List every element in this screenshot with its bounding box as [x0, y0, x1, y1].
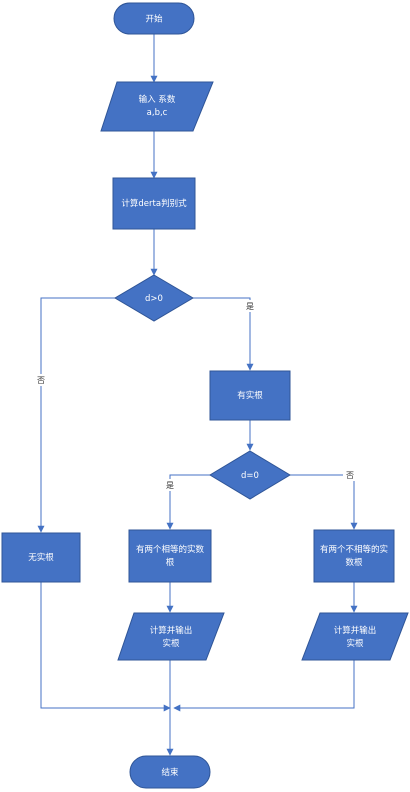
two-unequal-roots-label-line2: 数根 — [345, 557, 363, 568]
start-terminal — [113, 2, 195, 35]
edge-label-d-gt-0-no: 否 — [37, 376, 45, 385]
edge-d-eq-0-no — [290, 474, 358, 530]
output-left-label-line2: 实根 — [162, 638, 180, 649]
two-unequal-roots-label-line1: 有两个不相等的实 — [320, 544, 388, 555]
decision-d-eq-0 — [209, 450, 291, 500]
input-coefficients-parallelogram — [100, 81, 214, 132]
start-label: 开始 — [145, 14, 163, 25]
input-label-line1: 输入 系数 — [139, 94, 176, 105]
compute-discriminant-label: 计算derta判别式 — [121, 198, 187, 209]
edge-d-gt-0-no — [37, 297, 115, 533]
no-real-roots-process — [1, 532, 81, 583]
end-terminal — [129, 755, 211, 789]
two-equal-roots-label-line1: 有两个相等的实数 — [136, 544, 205, 555]
edge-label-d-gt-0-yes: 是 — [246, 302, 254, 311]
decision-d-eq-0-label: d=0 — [241, 471, 259, 481]
no-real-roots-label: 无实根 — [28, 552, 54, 563]
output-left-parallelogram — [117, 612, 225, 661]
two-unequal-roots-process — [313, 529, 395, 583]
has-real-roots-process — [209, 370, 291, 421]
two-equal-roots-process — [128, 529, 212, 583]
edge-no-roots-to-merge — [40, 582, 171, 712]
output-left-label-line1: 计算并输出 — [150, 625, 193, 636]
edge-d-gt-0-yes — [193, 297, 254, 371]
end-label: 结束 — [161, 767, 179, 778]
edge-label-d-eq-0-no: 否 — [346, 471, 354, 480]
compute-discriminant-process — [112, 177, 196, 230]
output-right-parallelogram — [301, 612, 409, 661]
decision-d-gt-0 — [114, 274, 194, 322]
input-label-line2: a,b,c — [147, 108, 168, 118]
edge-labels: 是 否 是 否 — [34, 300, 357, 491]
connectors — [37, 34, 358, 756]
edge-label-d-eq-0-yes: 是 — [166, 481, 174, 490]
two-equal-roots-label-line2: 根 — [166, 557, 175, 568]
output-right-label-line1: 计算并输出 — [334, 625, 377, 636]
decision-d-gt-0-label: d>0 — [145, 294, 163, 304]
edge-output-right-to-merge — [173, 660, 355, 712]
edge-d-eq-0-yes — [166, 474, 210, 530]
output-right-label-line2: 实根 — [346, 638, 364, 649]
has-real-roots-label: 有实根 — [237, 390, 263, 401]
